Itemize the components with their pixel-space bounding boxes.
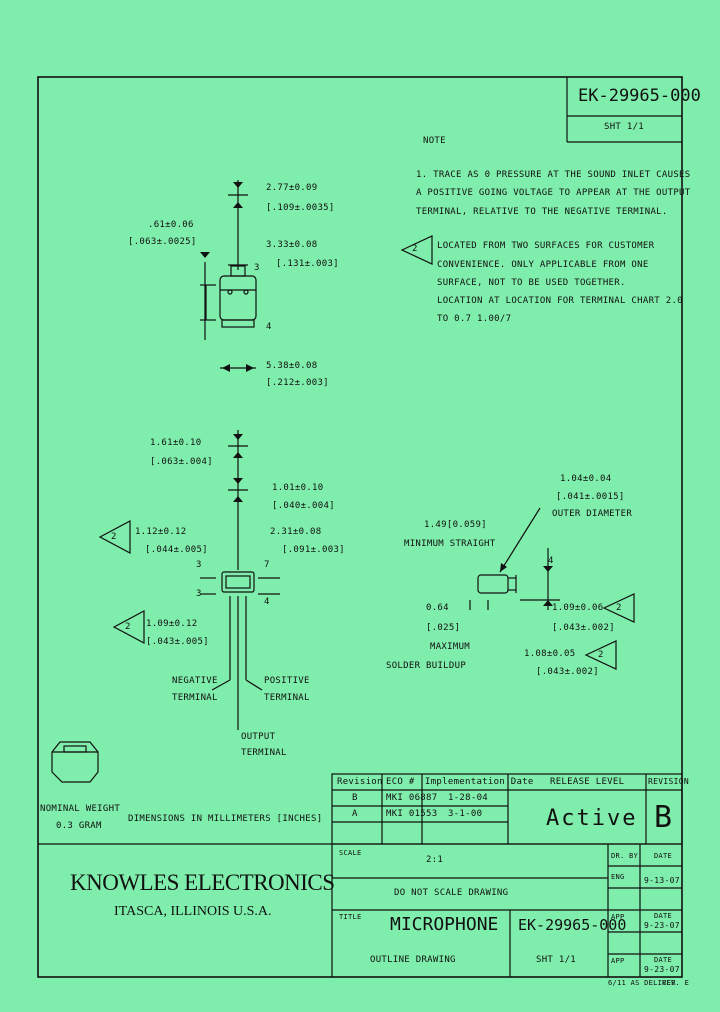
- dim-231: 2.31±0.08: [270, 527, 322, 537]
- dim-109b: 1.09±0.06: [552, 603, 604, 613]
- rev-header-release: RELEASE LEVEL: [550, 777, 625, 787]
- dim-num-7-mid: 7: [264, 560, 270, 570]
- note-1-line-1: 1. TRACE AS 0 PRESSURE AT THE SOUND INLE…: [416, 170, 691, 180]
- rev-row-2-rev: A: [352, 809, 358, 819]
- rev-row-1-rev: B: [352, 793, 358, 803]
- dim-161-mid-in: [.063±.004]: [150, 457, 213, 467]
- dim-104-in: [.041±.0015]: [556, 492, 625, 502]
- dim-333-in: [.131±.003]: [276, 259, 339, 269]
- footer-right: REV. E: [662, 979, 690, 987]
- scale-label: SCALE: [339, 849, 362, 857]
- dim-num-3-mid: 3: [196, 560, 202, 570]
- note-2-line-1: LOCATED FROM TWO SURFACES FOR CUSTOMER: [437, 241, 655, 251]
- approval-4-date: 9-23-07: [644, 965, 680, 974]
- dim-333: 3.33±0.08: [266, 240, 318, 250]
- note-2-line-4: LOCATION AT LOCATION FOR TERMINAL CHART …: [437, 296, 683, 306]
- revision-letter-value: B: [654, 800, 673, 835]
- dim-538: 5.38±0.08: [266, 361, 318, 371]
- rev-row-2-eco: MKI 01553: [386, 809, 438, 819]
- note-2-line-5: TO 0.7 1.00/7: [437, 314, 512, 324]
- dim-num-4-side: 4: [548, 556, 554, 566]
- dim-112-in: [.044±.005]: [145, 545, 208, 555]
- positive-terminal-label-1: POSITIVE: [264, 676, 310, 686]
- nominal-weight-label: NOMINAL WEIGHT: [40, 804, 121, 814]
- flag-2-mid-a: 2: [111, 532, 117, 542]
- dim-num-4-mid: 4: [264, 597, 270, 607]
- drawing-title: MICROPHONE: [390, 914, 499, 935]
- approval-4-role: APP: [611, 957, 625, 965]
- solder-buildup-label: SOLDER BUILDUP: [386, 661, 467, 671]
- output-terminal-label-1: OUTPUT: [241, 732, 276, 742]
- notes-heading: NOTE: [423, 136, 446, 146]
- dim-161-top: .61±0.06: [148, 220, 194, 230]
- approval-2-role: ENG: [611, 873, 625, 881]
- flag-2-side-b: 2: [598, 650, 604, 660]
- dim-161-top-in: [.063±.0025]: [128, 237, 197, 247]
- approval-1-date-label: DATE: [654, 852, 673, 860]
- dim-149: 1.49[0.059]: [424, 520, 487, 530]
- dim-538-in: [.212±.003]: [266, 378, 329, 388]
- dim-101-in: [.040±.004]: [272, 501, 335, 511]
- do-not-scale-label: DO NOT SCALE DRAWING: [394, 888, 509, 898]
- company-name: KNOWLES ELECTRONICS: [70, 870, 335, 895]
- dim-108: 1.08±0.05: [524, 649, 576, 659]
- dim-num-4-top: 4: [266, 322, 272, 332]
- dim-num-3-mid-b: 3: [196, 589, 202, 599]
- note-2-flag: 2: [412, 244, 418, 254]
- scale-value: 2:1: [426, 855, 444, 865]
- dim-104: 1.04±0.04: [560, 474, 612, 484]
- nominal-weight-value: 0.3 GRAM: [56, 821, 102, 831]
- minimum-straight-label: MINIMUM STRAIGHT: [404, 539, 496, 549]
- rev-header-eco: ECO #: [386, 777, 415, 787]
- dim-112: 1.12±0.12: [135, 527, 187, 537]
- dim-101: 1.01±0.10: [272, 483, 324, 493]
- dim-064: 0.64: [426, 603, 449, 613]
- drawing-subtitle: OUTLINE DRAWING: [370, 955, 456, 965]
- dim-231-in: [.091±.003]: [282, 545, 345, 555]
- rev-header-date: Implementation Date: [425, 777, 534, 787]
- rev-row-1-date: 1-28-04: [448, 793, 489, 803]
- dim-108-in: [.043±.002]: [536, 667, 599, 677]
- dim-109b-in: [.043±.002]: [552, 623, 615, 633]
- approval-3-date: 9-23-07: [644, 921, 680, 930]
- title-label: TITLE: [339, 913, 362, 921]
- dim-064-in: [.025]: [426, 623, 461, 633]
- approval-4-date-label: DATE: [654, 956, 673, 964]
- outer-diameter-label: OUTER DIAMETER: [552, 509, 633, 519]
- negative-terminal-label-2: TERMINAL: [172, 693, 218, 703]
- note-1-line-2: A POSITIVE GOING VOLTAGE TO APPEAR AT TH…: [416, 188, 691, 198]
- rev-header-revision: Revision: [337, 777, 383, 787]
- dim-277: 2.77±0.09: [266, 183, 318, 193]
- dimensions-note: DIMENSIONS IN MILLIMETERS [INCHES]: [128, 814, 323, 824]
- maximum-label: MAXIMUM: [430, 642, 471, 652]
- dim-num-3-top: 3: [254, 263, 260, 273]
- title-block-sheet: SHT 1/1: [536, 955, 577, 965]
- header-part-number: EK-29965-000: [578, 86, 701, 106]
- header-sheet: SHT 1/1: [604, 122, 645, 132]
- negative-terminal-label-1: NEGATIVE: [172, 676, 218, 686]
- note-1-line-3: TERMINAL, RELATIVE TO THE NEGATIVE TERMI…: [416, 207, 668, 217]
- approval-3-role: APP: [611, 913, 625, 921]
- release-level-value: Active: [546, 806, 638, 831]
- note-2-line-3: SURFACE, NOT TO BE USED TOGETHER.: [437, 278, 626, 288]
- rev-row-2-date: 3-1-00: [448, 809, 483, 819]
- title-block-part-number: EK-29965-000: [518, 916, 627, 934]
- flag-2-mid-b: 2: [125, 622, 131, 632]
- output-terminal-label-2: TERMINAL: [241, 748, 287, 758]
- dim-277-in: [.109±.0035]: [266, 203, 335, 213]
- approval-2-date: 9-13-07: [644, 876, 680, 885]
- approval-3-date-label: DATE: [654, 912, 673, 920]
- rev-row-1-eco: MKI 06887: [386, 793, 438, 803]
- dim-109: 1.09±0.12: [146, 619, 198, 629]
- dim-109-in: [.043±.005]: [146, 637, 209, 647]
- footer-left: 6/11 AS DELIVER: [608, 979, 676, 987]
- rev-header-revision-letter: REVISION: [648, 777, 689, 786]
- dim-161-mid: 1.61±0.10: [150, 438, 202, 448]
- company-location: ITASCA, ILLINOIS U.S.A.: [114, 904, 272, 919]
- note-2-line-2: CONVENIENCE. ONLY APPLICABLE FROM ONE: [437, 260, 649, 270]
- flag-2-side-a: 2: [616, 603, 622, 613]
- positive-terminal-label-2: TERMINAL: [264, 693, 310, 703]
- approval-1-role: DR. BY: [611, 852, 639, 860]
